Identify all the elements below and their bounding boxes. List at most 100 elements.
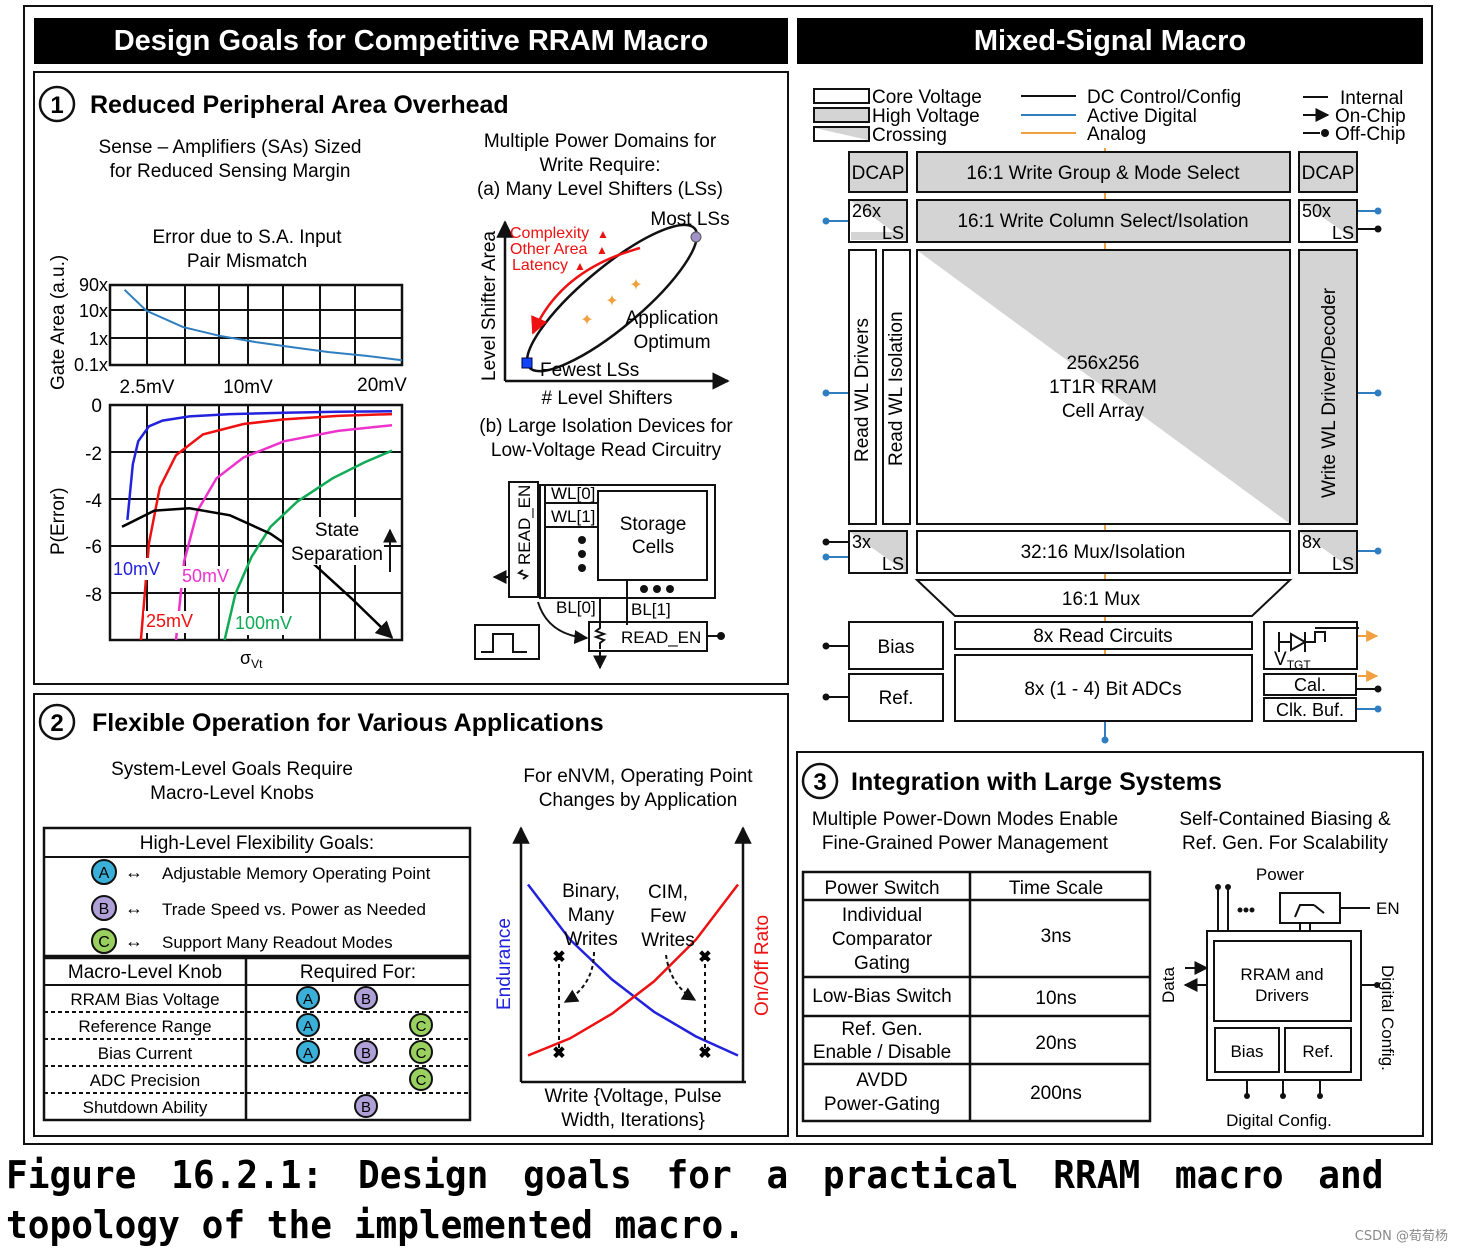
ps-header-switch: Power Switch [824, 878, 939, 899]
outer-frame [23, 5, 1433, 1145]
legend-analog: Analog [1087, 124, 1146, 145]
legend-dc: DC Control/Config [1087, 87, 1241, 108]
cal-block [1263, 673, 1357, 696]
req-badge-letter: C [416, 1045, 427, 1062]
ps-row2: Low-Bias Switch [812, 986, 951, 1007]
fewest-ls-point [521, 357, 533, 369]
label-bg-50mV [180, 566, 234, 588]
ls-3-ls: LS [882, 554, 904, 574]
dots-icon [1249, 907, 1255, 913]
state-label-2: Separation [291, 544, 383, 565]
read-wl-drivers-label: Read WL Drivers [852, 318, 873, 462]
req-badge-A [296, 1013, 320, 1037]
goal-badge-C [91, 928, 117, 954]
ps-row3-2: Enable / Disable [813, 1042, 951, 1063]
vtgt-main: V [1274, 649, 1287, 670]
series-label-100mV: 100mV [235, 613, 292, 633]
legend-high: High Voltage [872, 106, 980, 127]
end-xlabel-2: Width, Iterations} [561, 1110, 705, 1131]
rram-label-2: Drivers [1255, 986, 1309, 1005]
ls-26-border [848, 199, 908, 243]
goals-header: High-Level Flexibility Goals: [140, 833, 374, 854]
pin-dot [822, 217, 830, 225]
clk-buf-block [1263, 697, 1357, 722]
goal-badge-letter: B [99, 901, 110, 918]
power-note-1: Multiple Power Domains for [484, 131, 717, 152]
legend-offchip: Off-Chip [1335, 124, 1405, 145]
ls-xlabel: # Level Shifters [542, 388, 673, 409]
double-arrow-icon: ↔ [125, 931, 143, 951]
pulse-box [474, 624, 540, 660]
bias-block [848, 621, 944, 670]
ps-header-time: Time Scale [1009, 878, 1103, 899]
req-header: Required For: [300, 962, 416, 983]
bias-sub-label: Bias [1230, 1042, 1263, 1061]
ytick-m2: -2 [85, 444, 102, 465]
bl0-label: BL[0] [556, 598, 596, 617]
ytick-m4: -4 [85, 491, 102, 512]
pd-note-1: Multiple Power-Down Modes Enable [812, 809, 1118, 830]
ls-26-label: 26x [852, 201, 881, 221]
mux32-block [916, 530, 1291, 574]
ls-3-label: 3x [852, 532, 871, 552]
figure-canvas: Design Goals for Competitive RRAM Macro … [23, 5, 1433, 1145]
legend-cross-fill [815, 128, 868, 140]
req-badge-letter: B [361, 1045, 371, 1062]
req-badge-letter: A [303, 1018, 313, 1035]
goal-badge-B [91, 895, 117, 921]
perror-xlabel: σVt [240, 648, 263, 671]
bl1-label: BL[1] [631, 600, 671, 619]
ls-50-border [1298, 199, 1358, 243]
req-badge-A [296, 1040, 320, 1064]
bias-note-2: Ref. Gen. For Scalability [1182, 833, 1388, 854]
end-xlabel-1: Write {Voltage, Pulse [544, 1086, 721, 1107]
panel-3-title: Integration with Large Systems [851, 768, 1222, 796]
perror-series-state-separation [121, 507, 394, 639]
endurance-chart: ✖ ✖ ✖ ✖ Endurance On/Off Rato Binary, Ma… [494, 826, 773, 1131]
dcap-right-label: DCAP [1302, 163, 1355, 184]
array-label-3: Cell Array [1062, 401, 1145, 422]
panel-1-title: Reduced Peripheral Area Overhead [90, 91, 509, 119]
ls-tradeoff-plot: Level Shifter Area # Level Shifters ✦ ✦ … [479, 209, 730, 409]
panel-2 [33, 693, 789, 1137]
series-label-10mV: 10mV [113, 559, 160, 579]
read-wl-drivers-block [848, 249, 877, 525]
ytick-10x: 10x [79, 301, 108, 321]
read-circuits-block [954, 621, 1253, 650]
pin-dot [1374, 225, 1382, 233]
panel-1-badge [38, 85, 76, 123]
right-header-bar [797, 18, 1423, 64]
req-badge-A [296, 986, 320, 1010]
left-header-bar [34, 18, 788, 64]
ls-8-label: 8x [1302, 532, 1321, 552]
wl0-label: WL[0] [551, 484, 595, 503]
panel-3-badge [801, 762, 839, 800]
power-note-3: (a) Many Level Shifters (LSs) [477, 179, 723, 200]
dig-config-bottom: Digital Config. [1226, 1111, 1332, 1130]
req-badge-letter: C [416, 1018, 427, 1035]
optimum-label-1: Application [626, 308, 719, 329]
double-arrow-icon: ↔ [125, 862, 143, 882]
perror-chart: P(Error) 0 -2 -4 -6 -8 σVt 10mV 50mV 25m… [48, 396, 404, 671]
ytick-m6: -6 [85, 537, 102, 558]
up-arrow-icon: ▲ [596, 243, 608, 257]
ps-frame [801, 870, 1152, 1123]
binary-label-2: Many [568, 905, 615, 926]
perror-series-25mV [139, 412, 393, 641]
legend-core: Core Voltage [872, 87, 982, 108]
goals-frame [42, 826, 472, 958]
perror-series-100mV [223, 449, 393, 641]
watermark: CSDN @荀荀杨 [1354, 1229, 1448, 1244]
power-note-2: Write Require: [539, 155, 660, 176]
goal-text: Support Many Readout Modes [162, 933, 393, 952]
tradeoff-arrow [531, 246, 641, 335]
mux16-block [914, 579, 1293, 617]
knob-name: RRAM Bias Voltage [70, 990, 219, 1009]
array-label-1: 256x256 [1067, 353, 1140, 374]
optimum-point: ✦ [629, 277, 642, 294]
ps-row3-1: Ref. Gen. [841, 1019, 922, 1040]
binary-arrow [563, 951, 595, 1003]
panel-3-number: 3 [813, 769, 826, 796]
storage-label-1: Storage [620, 514, 687, 535]
knob-table: Macro-Level Knob Required For: RRAM Bias… [42, 956, 472, 1122]
